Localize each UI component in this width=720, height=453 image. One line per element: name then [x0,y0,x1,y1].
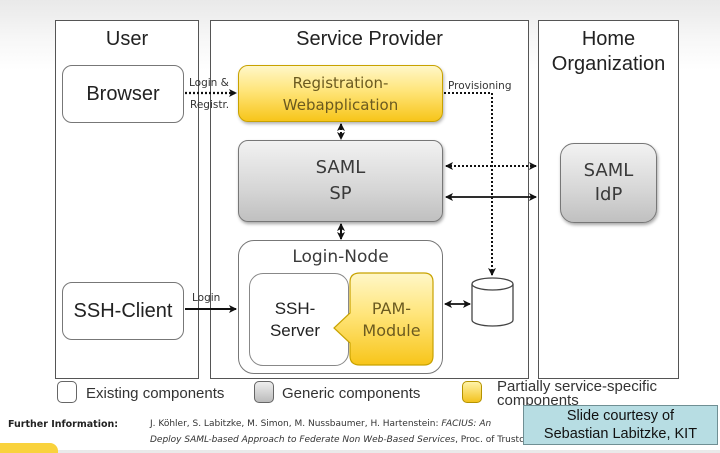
user-panel-title: User [105,28,149,50]
login-node-label: Login-Node [292,247,389,267]
browser-label: Browser [86,82,160,105]
registration-webapp-label-line1: Registration- [292,73,389,92]
legend-label-existing: Existing components [86,385,225,402]
saml-sp-label-line1: SAML [315,157,366,178]
accent-bar [0,443,58,453]
arrow-provisioning [444,92,496,276]
legend-label-partially-specific-line2: components [497,392,579,409]
saml-sp-label-line2: SP [329,183,352,204]
registration-webapp-component: Registration- Webapplication [238,65,443,122]
login-registr-label-line1: Login & [189,77,229,89]
provisioning-label: Provisioning [448,80,512,92]
pam-module-label-line1: PAM- [371,298,412,318]
citation-line2: Deploy SAML-based Approach to Federate N… [150,435,564,445]
saml-idp-label-line1: SAML [583,160,634,181]
pam-module-label-line2: Module [362,320,421,340]
ssh-server-label-line1: SSH- [274,298,316,318]
legend-swatch-generic [254,381,274,403]
ssh-client-component: SSH-Client [62,282,184,340]
service-provider-panel-title: Service Provider [296,28,443,50]
ssh-server-label-line2: Server [269,320,321,340]
legend-label-generic: Generic components [282,385,421,402]
citation-title-part1: FACIUS: An [441,419,492,429]
home-organization-title-line2: Organization [551,53,666,75]
ssh-server-component: SSH- Server [249,273,349,366]
citation-title-part2: Deploy SAML-based Approach to Federate N… [150,435,456,445]
slide-courtesy-box: Slide courtesy of Sebastian Labitzke, KI… [523,405,718,445]
courtesy-line2: Sebastian Labitzke, KIT [543,426,698,442]
citation-authors: J. Köhler, S. Labitzke, M. Simon, M. Nus… [150,419,442,429]
saml-sp-component: SAML SP [238,140,443,222]
pam-module-component: PAM- Module [350,273,433,366]
legend-swatch-partially-specific [462,381,482,403]
further-info-label: Further Information: [8,419,119,430]
ssh-client-label: SSH-Client [73,299,173,322]
courtesy-line1: Slide courtesy of [566,408,675,424]
home-organization-title-line1: Home [581,28,636,50]
citation-proceedings: , Proc. of Trustcom 2012 [455,435,565,445]
legend-label-partially-specific-line1: Partially service-specific [497,378,658,395]
browser-component: Browser [62,65,184,123]
saml-idp-component: SAML IdP [560,143,657,223]
citation-line1: J. Köhler, S. Labitzke, M. Simon, M. Nus… [150,419,491,429]
login-registr-label-line2: Registr. [190,99,230,111]
registration-webapp-label-line2: Webapplication [282,95,399,114]
legend-swatch-existing [57,381,77,403]
database-icon [471,277,514,327]
login-arrow-label: Login [192,292,221,304]
saml-idp-label-line2: IdP [594,184,623,205]
